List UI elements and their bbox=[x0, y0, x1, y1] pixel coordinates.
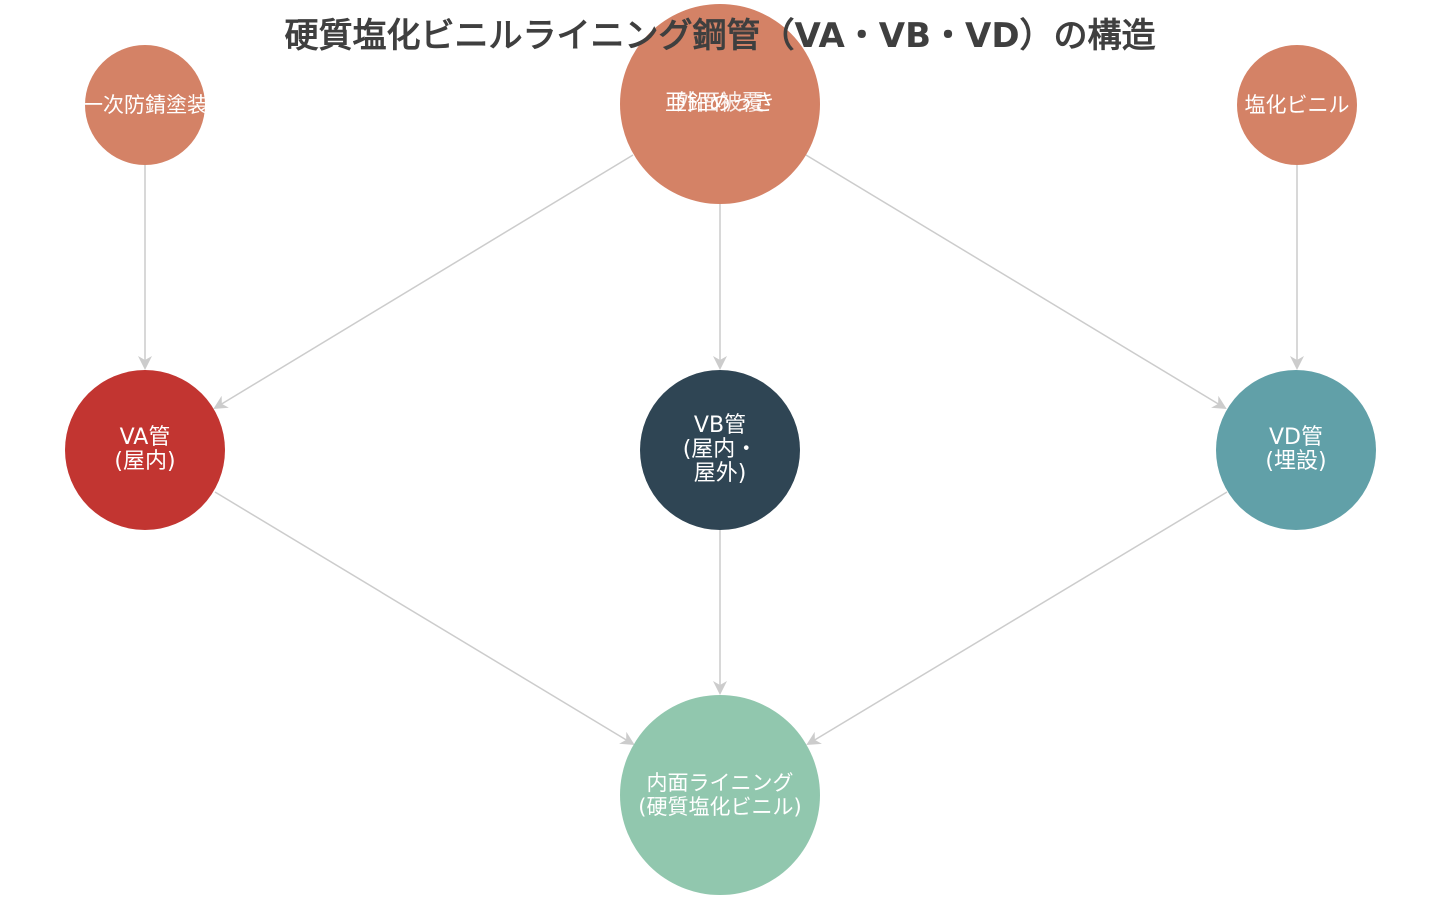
edge-top-vd bbox=[805, 154, 1227, 410]
node-va[interactable]: VA管 (屋内) bbox=[65, 370, 225, 530]
node-lining[interactable]: 内面ライニング (硬質塩化ビニル) bbox=[620, 695, 820, 895]
edge-vd-lining bbox=[806, 491, 1228, 746]
node-vb[interactable]: VB管 (屋内・ 屋外) bbox=[640, 370, 800, 530]
edge-top-va bbox=[213, 154, 634, 410]
node-vb-label: VB管 (屋内・ 屋外) bbox=[682, 413, 758, 486]
node-pvc[interactable]: 塩化ビニル bbox=[1237, 45, 1357, 165]
node-va-label: VA管 (屋内) bbox=[114, 425, 176, 474]
edge-va-lining bbox=[214, 491, 635, 746]
node-pvc-label: 塩化ビニル bbox=[1244, 93, 1350, 117]
node-galvanized-label: 亜鉛めっき bbox=[664, 91, 776, 116]
node-primer-label: 一次防錆塗装 bbox=[85, 93, 205, 117]
diagram-title: 硬質塩化ビニルライニング鋼管（VA・VB・VD）の構造 bbox=[284, 16, 1156, 56]
node-vd-label: VD管 (埋設) bbox=[1265, 425, 1327, 474]
node-coating-label: 外面被覆 bbox=[675, 91, 765, 116]
node-primer[interactable]: 一次防錆塗装 bbox=[85, 45, 205, 165]
node-vd[interactable]: VD管 (埋設) bbox=[1216, 370, 1376, 530]
node-lining-label: 内面ライニング (硬質塩化ビニル) bbox=[638, 771, 802, 819]
node-outer-layer[interactable]: 亜鉛めっき 外面被覆 bbox=[620, 4, 820, 204]
